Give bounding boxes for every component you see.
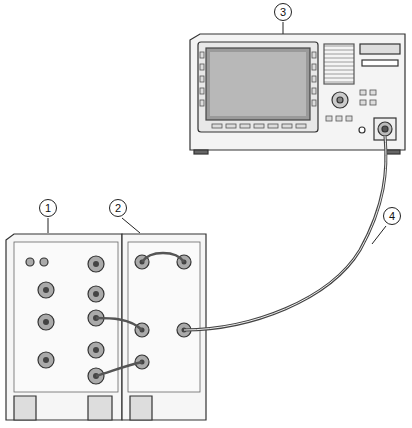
callout-number: 4 bbox=[383, 207, 401, 225]
callout-number: 1 bbox=[39, 199, 57, 217]
rf-cable bbox=[184, 136, 386, 330]
signal-module bbox=[6, 234, 122, 420]
signal-module bbox=[96, 234, 206, 420]
callout-number: 3 bbox=[274, 3, 292, 21]
callout-number: 2 bbox=[109, 199, 127, 217]
instrument bbox=[190, 34, 405, 154]
